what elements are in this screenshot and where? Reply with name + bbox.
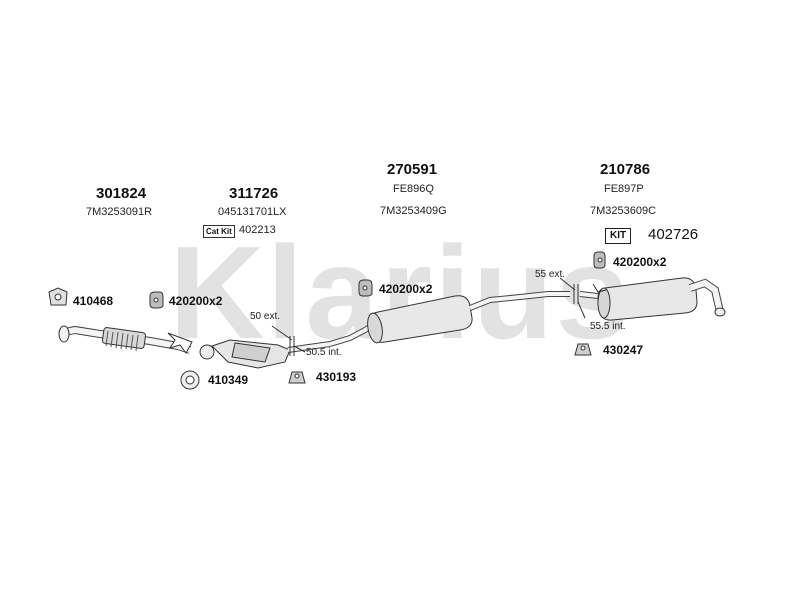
- kit-number: 402726: [648, 226, 699, 243]
- dimension-marker-1: [271, 325, 306, 356]
- cat-kit-badge: Cat Kit: [203, 225, 235, 238]
- dimension-label: 55 ext.: [535, 269, 566, 280]
- fitting-label: 420200x2: [169, 294, 223, 308]
- dimension-label: 50.5 int.: [306, 347, 342, 358]
- dimension-marker-2: [559, 277, 586, 319]
- bracket-icon-430247: [574, 343, 592, 356]
- kit-badge: KIT: [605, 228, 632, 244]
- bracket-icon-430193: [288, 371, 306, 384]
- fitting-label: 430193: [316, 370, 357, 384]
- catalytic-converter: [199, 339, 331, 369]
- fitting-label: 420200x2: [613, 255, 667, 269]
- rubber-mount-icon-c: [593, 251, 606, 269]
- part-ref: FE897P: [604, 183, 644, 195]
- part-ref: 045131701LX: [218, 206, 287, 218]
- dimension-label: 50 ext.: [250, 311, 281, 322]
- kit-number: 402213: [239, 224, 276, 236]
- fitting-label: 410349: [208, 373, 249, 387]
- fitting-label: 430247: [603, 343, 644, 357]
- middle-silencer: [329, 291, 570, 347]
- gasket-icon-410349: [180, 370, 200, 390]
- part-number-270591: 270591: [387, 161, 438, 178]
- dimension-label: 55.5 int.: [590, 321, 626, 332]
- part-ref: 7M3253609C: [590, 205, 657, 217]
- front-pipe: [58, 325, 193, 354]
- clamp-icon-410468: [48, 287, 68, 306]
- part-ref: 7M3253091R: [86, 206, 153, 218]
- rubber-mount-icon-b: [358, 279, 373, 297]
- rubber-mount-icon-a: [149, 291, 164, 309]
- part-number-301824: 301824: [96, 185, 147, 202]
- part-ref: FE896Q: [393, 183, 434, 195]
- part-ref: 7M3253409G: [380, 205, 447, 217]
- fitting-label: 410468: [73, 294, 114, 308]
- part-number-210786: 210786: [600, 161, 651, 178]
- rear-silencer: [579, 277, 726, 321]
- fitting-label: 420200x2: [379, 282, 433, 296]
- part-number-311726: 311726: [229, 185, 279, 202]
